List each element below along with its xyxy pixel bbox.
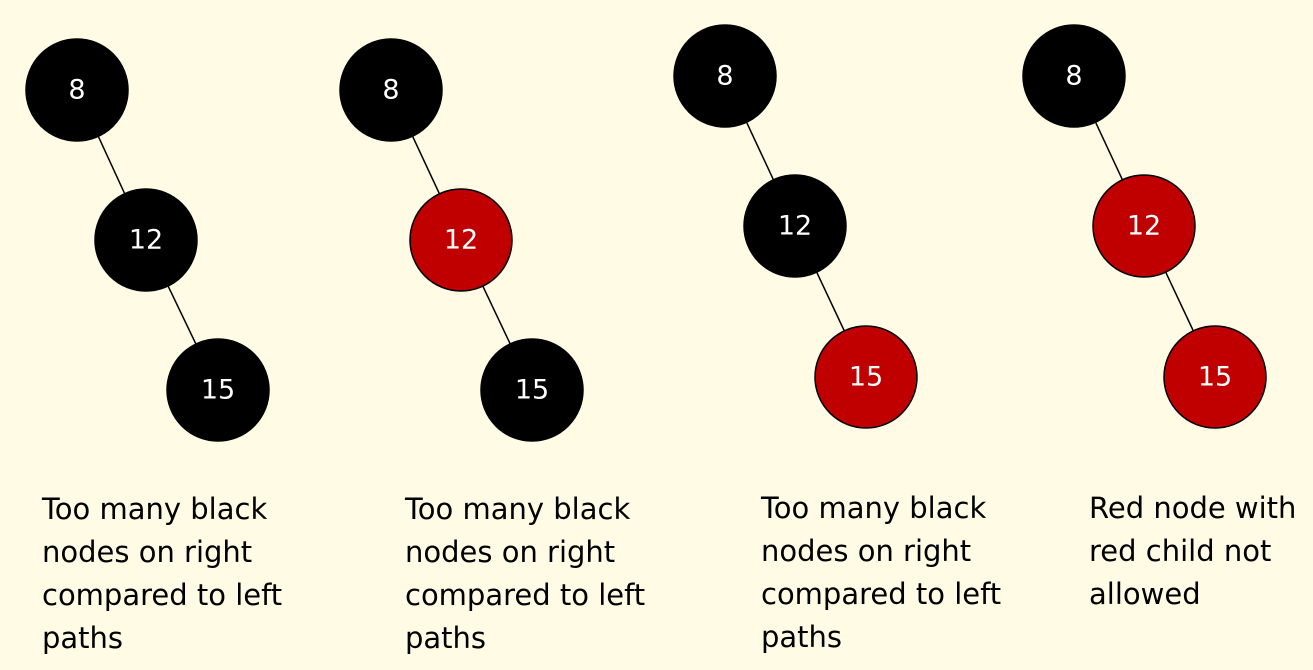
- tree-node-15: 15: [1163, 325, 1267, 429]
- panel-2-tree: 8 12 15: [339, 38, 584, 442]
- tree-node-12: 12: [743, 174, 847, 278]
- node-label: 8: [716, 61, 733, 92]
- caption-line: nodes on right: [761, 534, 972, 568]
- caption-line: red child not: [1089, 534, 1272, 568]
- node-label: 12: [129, 225, 163, 256]
- node-label: 12: [444, 225, 478, 256]
- panel-3-tree: 8 12 15: [673, 24, 918, 429]
- panel-2-caption: Too many black nodes on right compared t…: [405, 488, 645, 660]
- caption-line: nodes on right: [42, 535, 253, 569]
- node-label: 12: [778, 211, 812, 242]
- caption-line: allowed: [1089, 577, 1201, 611]
- tree-node-8: 8: [1022, 24, 1126, 128]
- node-label: 15: [1198, 362, 1232, 393]
- caption-line: paths: [761, 620, 843, 654]
- tree-node-8: 8: [25, 38, 129, 142]
- caption-line: nodes on right: [405, 535, 616, 569]
- node-label: 8: [382, 75, 399, 106]
- node-label: 8: [68, 75, 85, 106]
- panel-4-caption: Red node with red child not allowed: [1089, 487, 1296, 616]
- caption-line: paths: [405, 621, 487, 655]
- panel-1-tree: 8 12 15: [25, 38, 270, 442]
- panel-3-caption: Too many black nodes on right compared t…: [761, 487, 1001, 659]
- caption-line: Too many black: [405, 492, 631, 526]
- node-label: 12: [1127, 211, 1161, 242]
- node-label: 15: [515, 375, 549, 406]
- tree-node-15: 15: [814, 325, 918, 429]
- node-label: 15: [201, 375, 235, 406]
- caption-line: compared to left: [761, 577, 1002, 611]
- tree-node-8: 8: [673, 24, 777, 128]
- panel-4-tree: 8 12 15: [1022, 24, 1267, 429]
- tree-node-15: 15: [480, 338, 584, 442]
- tree-node-8: 8: [339, 38, 443, 142]
- node-label: 15: [849, 362, 883, 393]
- caption-line: Red node with: [1089, 491, 1297, 525]
- caption-line: Too many black: [42, 492, 268, 526]
- tree-node-15: 15: [166, 338, 270, 442]
- panel-1-caption: Too many black nodes on right compared t…: [42, 488, 282, 660]
- tree-node-12: 12: [94, 188, 198, 292]
- caption-line: Too many black: [761, 491, 987, 525]
- tree-node-12: 12: [409, 188, 513, 292]
- tree-node-12: 12: [1092, 174, 1196, 278]
- caption-line: compared to left: [405, 578, 646, 612]
- node-label: 8: [1065, 61, 1082, 92]
- caption-line: compared to left: [42, 578, 283, 612]
- caption-line: paths: [42, 621, 124, 655]
